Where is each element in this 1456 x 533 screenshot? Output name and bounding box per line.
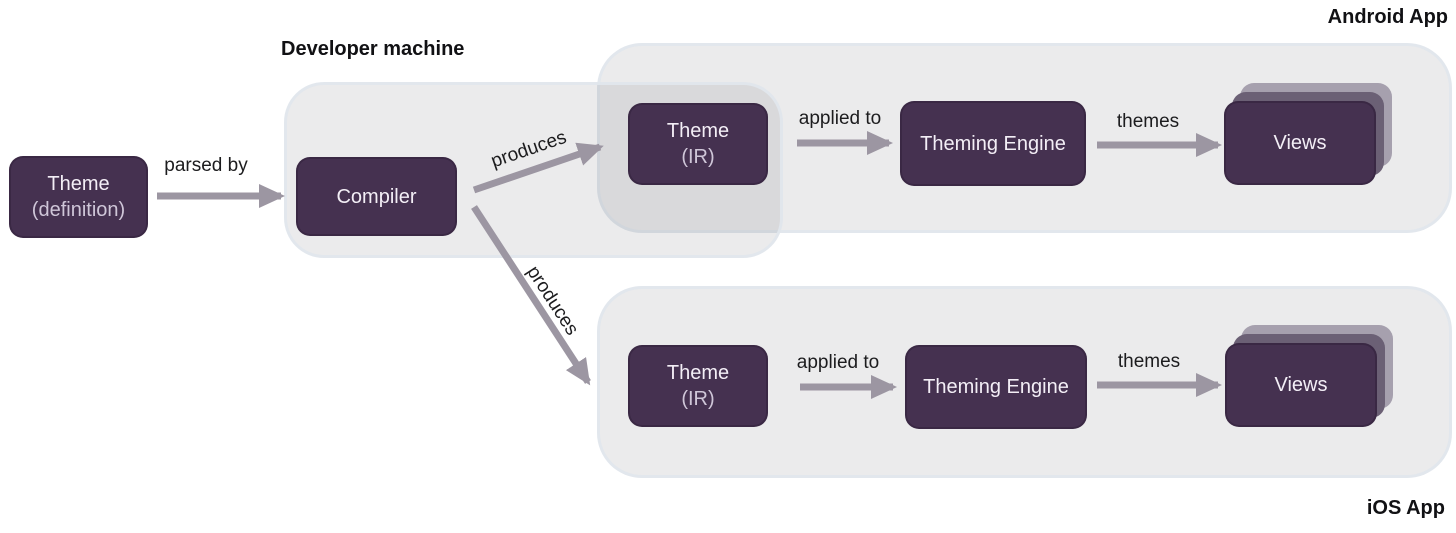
node-theming-engine-android: Theming Engine <box>900 101 1086 186</box>
node-compiler-label: Compiler <box>336 185 417 208</box>
developer-machine-label: Developer machine <box>281 38 465 60</box>
edge-label-applied-to-ios: applied to <box>796 352 880 373</box>
node-theme-definition-title: Theme <box>47 173 110 195</box>
android-app-label: Android App <box>1327 6 1448 28</box>
ios-app-label: iOS App <box>1366 497 1445 519</box>
node-theming-engine-ios-label: Theming Engine <box>923 376 1069 398</box>
node-theme-ir-ios-title: Theme <box>666 362 730 384</box>
views-ios-card-front: Views <box>1225 343 1377 427</box>
node-theme-ir-android: Theme (IR) <box>628 103 768 185</box>
edge-label-themes-android: themes <box>1116 111 1180 132</box>
views-android-card-front: Views <box>1224 101 1376 185</box>
edge-label-parsed-by: parsed by <box>164 155 248 176</box>
node-views-ios-label: Views <box>1274 373 1328 396</box>
arrow-produces-ios <box>471 205 591 386</box>
node-theme-definition-subtitle: (definition) <box>31 199 126 221</box>
node-theming-engine-ios: Theming Engine <box>905 345 1087 429</box>
edge-label-themes-ios: themes <box>1117 351 1181 372</box>
node-views-android-label: Views <box>1273 131 1327 154</box>
node-theme-ir-ios: Theme (IR) <box>628 345 768 427</box>
arrow-produces-android <box>472 142 604 194</box>
edge-label-applied-to-android: applied to <box>798 108 882 129</box>
node-compiler: Compiler <box>296 157 457 236</box>
node-views-ios: Views <box>1225 325 1393 427</box>
node-theming-engine-android-label: Theming Engine <box>920 132 1066 155</box>
node-views-android: Views <box>1224 83 1392 185</box>
node-theme-ir-android-title: Theme <box>666 120 730 142</box>
node-theme-ir-android-subtitle: (IR) <box>681 146 715 168</box>
node-theme-definition: Theme (definition) <box>9 156 148 238</box>
node-theme-ir-ios-subtitle: (IR) <box>681 388 715 410</box>
